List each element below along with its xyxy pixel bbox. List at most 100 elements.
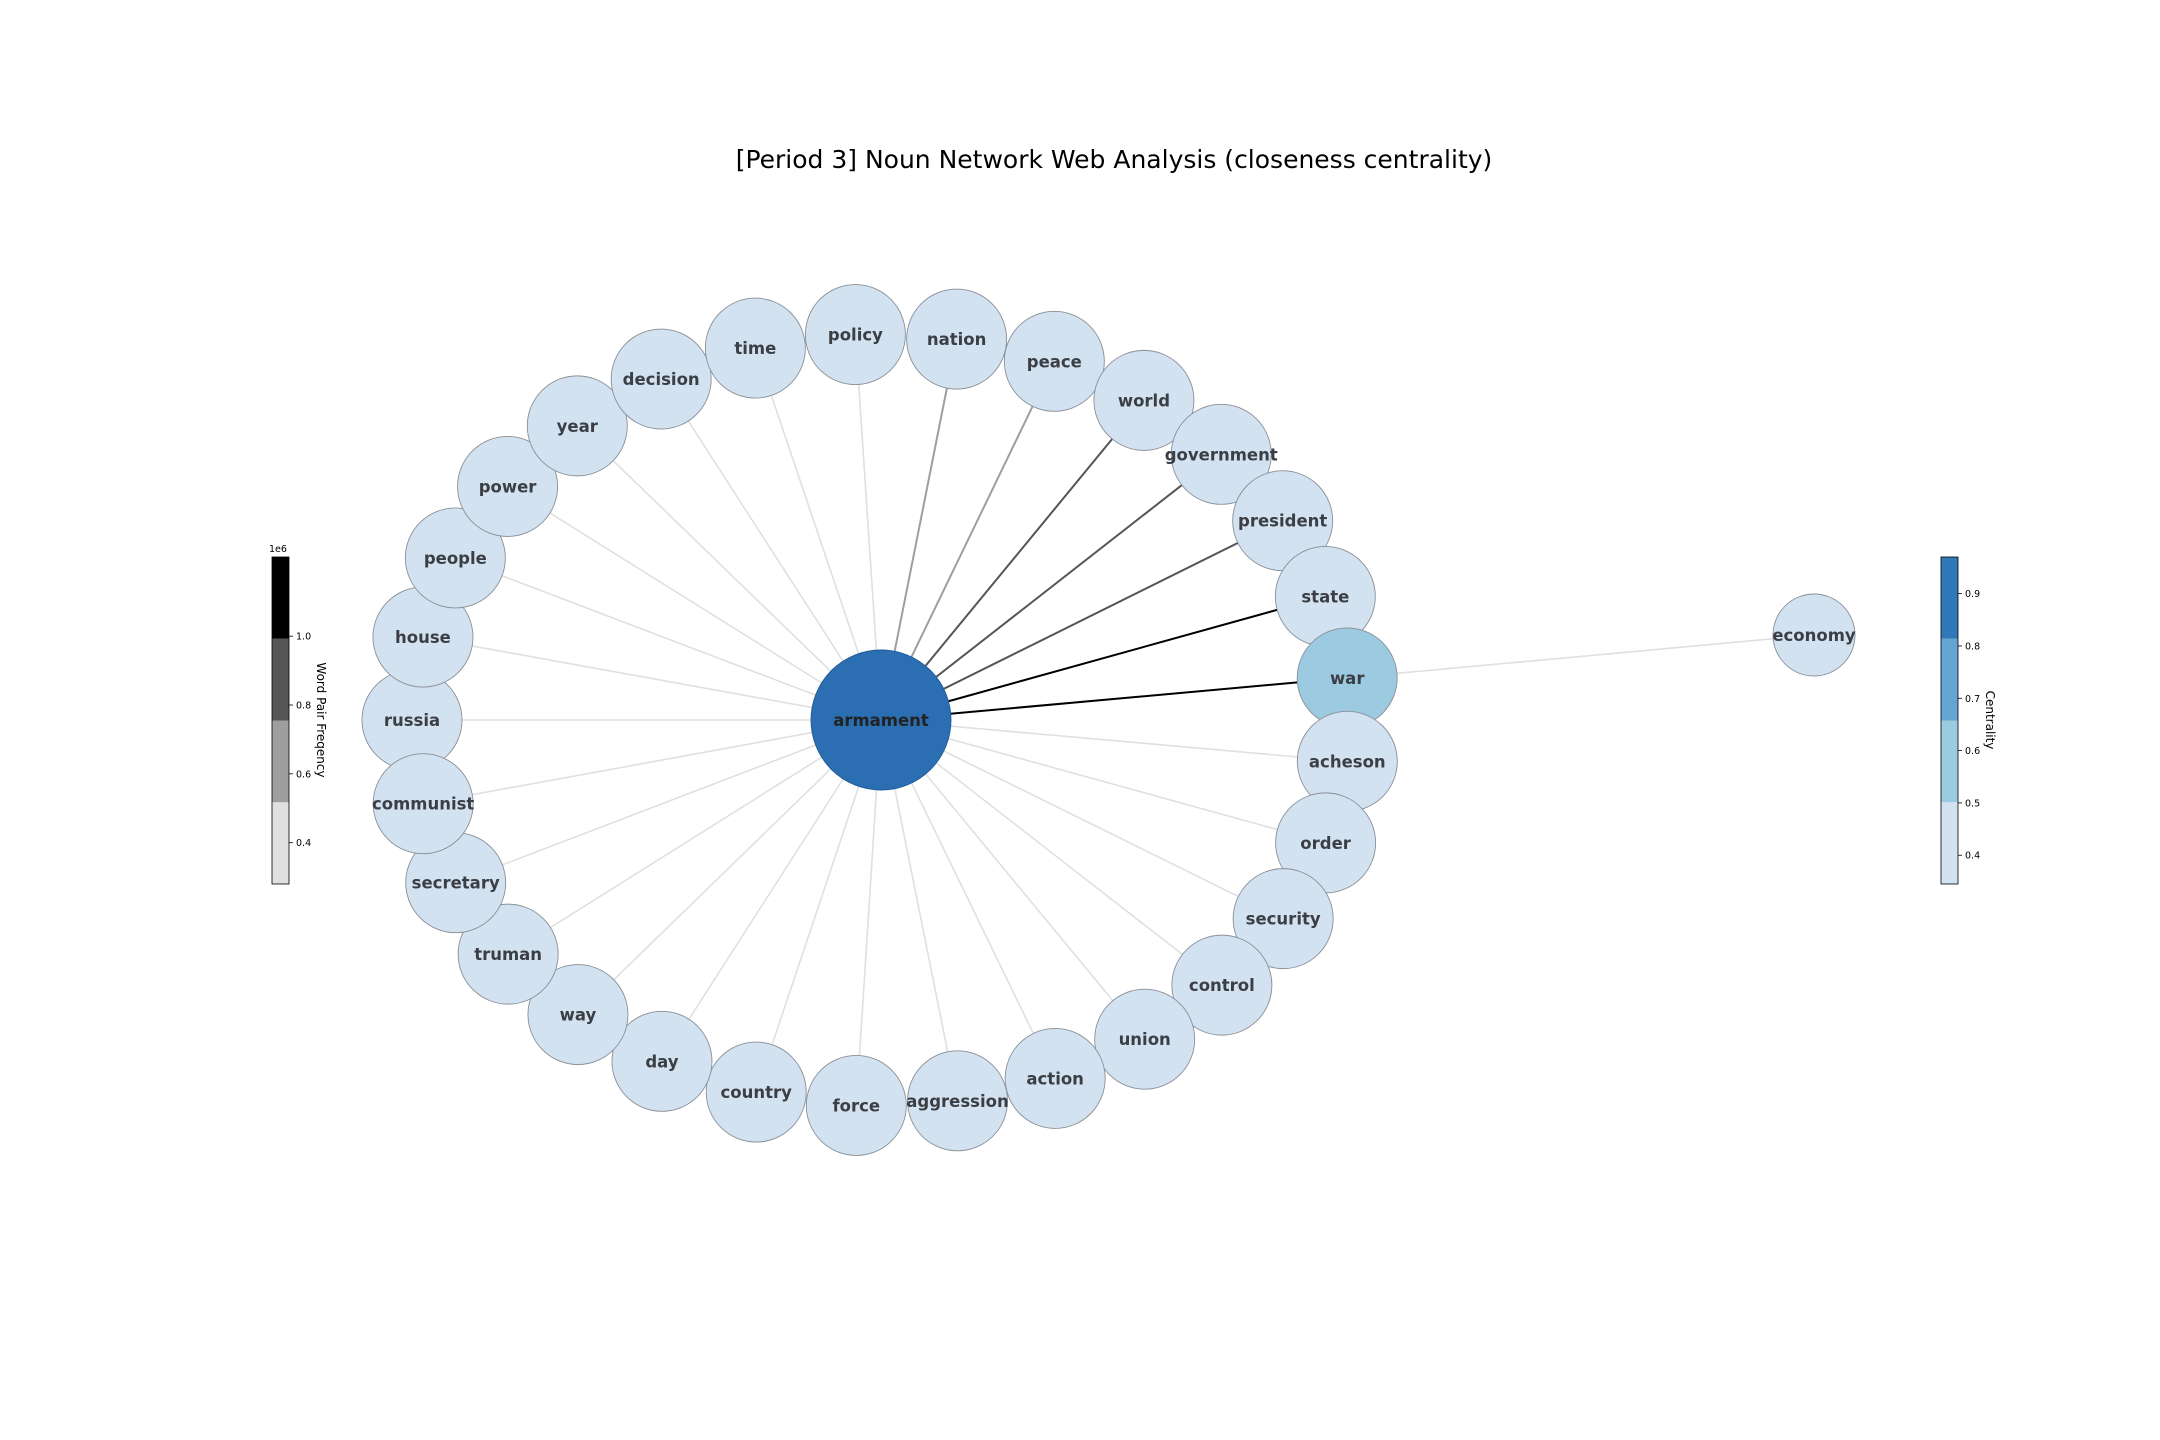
centrality-colorbar-label: Centrality bbox=[1983, 691, 1997, 750]
node-house: house bbox=[372, 586, 474, 688]
node-label: decision bbox=[623, 370, 700, 389]
node-label: security bbox=[1246, 910, 1321, 929]
frequency-tick-label: 0.8 bbox=[296, 701, 311, 712]
node-circle bbox=[404, 507, 506, 609]
node-circle bbox=[611, 1010, 713, 1112]
frequency-tick-label: 0.4 bbox=[296, 838, 311, 849]
node-circle bbox=[1772, 593, 1856, 677]
edge-truman bbox=[507, 719, 882, 955]
centrality-tick-label: 0.5 bbox=[1965, 798, 1980, 809]
centrality-colorbar: 0.40.50.60.70.80.9 Centrality bbox=[1940, 556, 1997, 885]
node-label: acheson bbox=[1309, 752, 1386, 771]
frequency-colorbar-segments bbox=[272, 557, 289, 884]
node-label: house bbox=[395, 628, 451, 647]
node-label: order bbox=[1300, 834, 1351, 853]
node-secretary: secretary bbox=[405, 832, 507, 934]
node-circle bbox=[907, 1050, 1008, 1152]
edge-president bbox=[880, 519, 1284, 721]
centrality-colorbar-segment bbox=[1941, 638, 1958, 721]
node-label: communist bbox=[372, 795, 474, 814]
node-circle bbox=[372, 753, 474, 855]
node-circle bbox=[527, 964, 629, 1066]
frequency-colorbar: 1e6 0.40.60.81.0 Word Pair Freqency bbox=[269, 544, 328, 885]
node-control: control bbox=[1171, 934, 1273, 1036]
node-label: president bbox=[1238, 512, 1327, 531]
centrality-tick-label: 0.7 bbox=[1965, 694, 1980, 705]
node-force: force bbox=[805, 1055, 907, 1156]
node-label: government bbox=[1165, 445, 1278, 464]
centrality-tick-label: 0.6 bbox=[1965, 746, 1980, 757]
centrality-tick-label: 0.4 bbox=[1965, 851, 1980, 862]
node-year: year bbox=[526, 375, 628, 477]
node-label: russia bbox=[384, 711, 440, 730]
node-circle bbox=[1093, 349, 1195, 451]
node-security: security bbox=[1232, 868, 1334, 970]
frequency-tick-label: 1.0 bbox=[296, 632, 311, 643]
frequency-colorbar-label: Word Pair Freqency bbox=[314, 662, 328, 777]
node-day: day bbox=[611, 1010, 713, 1112]
node-president: president bbox=[1232, 470, 1334, 572]
node-state: state bbox=[1274, 545, 1376, 647]
node-circle bbox=[704, 297, 806, 399]
node-label: country bbox=[721, 1083, 793, 1102]
frequency-colorbar-segment bbox=[272, 802, 289, 884]
frequency-colorbar-segment bbox=[272, 638, 289, 721]
edge-people bbox=[455, 557, 882, 721]
node-country: country bbox=[705, 1041, 807, 1143]
node-circle bbox=[1094, 988, 1196, 1090]
node-power: power bbox=[457, 436, 559, 537]
edge-house bbox=[422, 636, 882, 721]
edge-power bbox=[507, 485, 882, 721]
node-label: people bbox=[424, 549, 487, 568]
chart-title: [Period 3] Noun Network Web Analysis (cl… bbox=[736, 145, 1493, 174]
node-circle bbox=[1003, 310, 1105, 412]
node-peace: peace bbox=[1003, 310, 1105, 412]
node-circle bbox=[1170, 403, 1272, 505]
node-label: economy bbox=[1772, 626, 1856, 645]
node-armament: armament bbox=[810, 649, 952, 791]
node-label: state bbox=[1301, 587, 1349, 606]
node-policy: policy bbox=[804, 284, 906, 386]
frequency-colorbar-ticks: 0.40.60.81.0 bbox=[289, 632, 311, 849]
node-acheson: acheson bbox=[1296, 710, 1398, 812]
node-label: union bbox=[1119, 1030, 1171, 1049]
centrality-colorbar-segment bbox=[1941, 802, 1958, 884]
frequency-colorbar-frame bbox=[271, 556, 290, 885]
centrality-colorbar-ticks: 0.40.50.60.70.80.9 bbox=[1958, 589, 1980, 862]
node-aggression: aggression bbox=[906, 1050, 1009, 1152]
node-union: union bbox=[1094, 988, 1196, 1090]
edge-acheson bbox=[880, 719, 1348, 763]
node-action: action bbox=[1004, 1027, 1106, 1129]
node-label: aggression bbox=[906, 1092, 1008, 1111]
frequency-colorbar-segment bbox=[272, 720, 289, 803]
node-circle bbox=[526, 375, 628, 477]
node-nation: nation bbox=[906, 288, 1008, 390]
centrality-colorbar-segment bbox=[1941, 720, 1958, 803]
hub-label: armament bbox=[833, 711, 929, 730]
edge-year bbox=[576, 425, 882, 721]
node-world: world bbox=[1093, 349, 1195, 451]
node-label: force bbox=[832, 1096, 880, 1115]
node-circle bbox=[457, 436, 559, 537]
node-circle bbox=[804, 284, 906, 386]
edge-communist bbox=[423, 719, 882, 805]
node-way: way bbox=[527, 964, 629, 1066]
edge-layer bbox=[412, 334, 1815, 1106]
node-circle bbox=[610, 328, 712, 430]
node-order: order bbox=[1275, 792, 1377, 894]
centrality-colorbar-frame bbox=[1940, 556, 1959, 885]
node-war: war bbox=[1296, 627, 1398, 729]
node-circle bbox=[1004, 1027, 1106, 1129]
node-economy: economy bbox=[1772, 593, 1856, 677]
node-label: nation bbox=[927, 330, 987, 349]
node-label: action bbox=[1026, 1069, 1084, 1088]
node-circle bbox=[906, 288, 1008, 390]
centrality-colorbar-segments bbox=[1941, 557, 1958, 884]
edge-government bbox=[880, 453, 1222, 721]
node-label: year bbox=[557, 417, 599, 436]
node-decision: decision bbox=[610, 328, 712, 430]
node-label: peace bbox=[1027, 352, 1082, 371]
node-people: people bbox=[404, 507, 506, 609]
edge-economy bbox=[1347, 634, 1815, 679]
